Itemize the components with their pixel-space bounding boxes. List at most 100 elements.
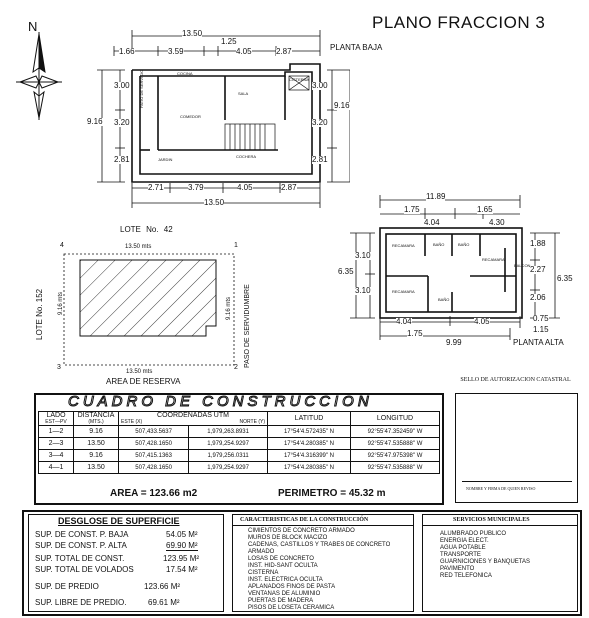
pa-room-7: BALCON	[514, 263, 531, 268]
caracteristicas-divider	[232, 525, 414, 526]
lote-left-label: LOTE No. 152	[35, 288, 44, 340]
room-cochera: COCHERA	[236, 154, 257, 159]
room-cocina: COCINA	[177, 71, 193, 76]
bottom-frame	[22, 510, 582, 616]
desglose-label-0: SUP. DE CONST. P. BAJA	[35, 530, 129, 539]
planta-alta-label: PLANTA ALTA	[513, 338, 564, 347]
pa-dim-top-total: 11.89	[426, 192, 446, 201]
pa-dim-top-1: 1.75	[404, 205, 420, 214]
caracteristicas-item: PISOS DE LOSETA CERAMICA	[248, 605, 335, 611]
pb-dim-top-total: 13.50	[182, 29, 203, 38]
pa-dim-left-2: 3.10	[355, 286, 371, 295]
pb-dim-bottom-3: 4.05	[237, 183, 253, 192]
caracteristicas-title: CARACTERISTICAS DE LA CONSTRUCCIÓN	[240, 517, 369, 523]
signature-line	[462, 481, 572, 482]
servicios-panel	[422, 514, 578, 612]
pb-dim-bottom-4: 2.87	[281, 183, 297, 192]
caracteristicas-item: CADENAS, CASTILLOS Y TRABES DE CONCRETO	[248, 542, 391, 548]
pb-dim-right-total: 9.16	[334, 101, 350, 110]
lote-right-dim: 9.16 mts	[226, 296, 232, 320]
lote-corner-2: 2	[234, 364, 238, 371]
caracteristicas-item: ARMADO	[248, 549, 275, 555]
pb-dim-left-1: 3.00	[114, 81, 130, 90]
pa-dim-bottom-3: 0.75	[533, 314, 549, 323]
desglose-label-5: SUP. LIBRE DE PREDIO.	[35, 598, 127, 607]
pb-dim-right-2: 3.20	[312, 118, 328, 127]
desglose-value-4: 123.66 M²	[144, 582, 181, 591]
pb-dim-right-1: 3.00	[312, 81, 328, 90]
pb-dim-top-3: 1.25	[221, 37, 237, 46]
pa-room-1: RECAMARA	[392, 243, 415, 248]
pb-dim-top-2: 3.59	[168, 47, 184, 56]
th-distancia: DISTANCIA(MTS.)	[73, 411, 119, 426]
desglose-label-1: SUP. DE CONST. P. ALTA	[35, 541, 127, 550]
pa-dim-bottom-5: 1.15	[533, 325, 549, 334]
caracteristicas-item: INST. ELECTRICA OCULTA	[248, 577, 323, 583]
lote-label: LOTE No. 42	[120, 225, 173, 234]
desglose-value-0: 54.05 M²	[166, 530, 198, 539]
caracteristicas-item: MUROS DE BLOCK MACIZO	[248, 535, 328, 541]
th-longitud: LONGITUD	[350, 411, 440, 426]
pa-dim-bottom-2: 4.05	[474, 317, 490, 326]
pa-dim-right-2: 2.27	[530, 265, 546, 274]
pa-room-3: BAÑO	[458, 242, 470, 247]
room-cisterna: CISTERNA	[289, 77, 310, 82]
sello-title: SELLO DE AUTORIZACION CATASTRAL	[460, 377, 571, 383]
servicios-item: ENERGIA ELECT.	[440, 538, 489, 544]
cuadro-area: AREA = 123.66 m2	[110, 488, 198, 499]
pa-dim-right-1: 1.88	[530, 239, 546, 248]
pa-dim-bottom-total: 9.99	[446, 338, 462, 347]
servicios-item: AGUA POTABLE	[440, 545, 486, 551]
pb-dim-top-5: 2.87	[276, 47, 292, 56]
pa-dim-right-3: 2.06	[530, 293, 546, 302]
caracteristicas-panel	[232, 514, 414, 612]
servicios-title: SERVICIOS MUNICIPALES	[453, 517, 530, 523]
lote-plot	[50, 240, 250, 375]
room-patio: PATIO DE SERVICIO	[139, 69, 144, 108]
planta-baja-label: PLANTA BAJA	[330, 43, 383, 52]
pb-dim-bottom-1: 2.71	[148, 183, 164, 192]
lote-right-label: PASO DE SERVIDUMBRE	[244, 284, 251, 368]
desglose-title: DESGLOSE DE SUPERFICIE	[58, 516, 180, 526]
pa-room-6: BAÑO	[438, 297, 450, 302]
desglose-panel	[28, 514, 224, 612]
lote-bottom-label: AREA DE RESERVA	[106, 377, 181, 386]
cuadro-title: CUADRO DE CONSTRUCCION	[68, 393, 373, 410]
pb-dim-top-1: 1.66	[119, 47, 135, 56]
caracteristicas-item: CIMIENTOS DE CONCRETO ARMADO	[248, 528, 355, 534]
room-sala: SALA	[238, 91, 249, 96]
desglose-label-4: SUP. DE PREDIO	[35, 582, 99, 591]
desglose-label-3: SUP. TOTAL DE VOLADOS	[35, 565, 134, 574]
plan-title: PLANO FRACCION 3	[372, 13, 546, 32]
pa-room-2: BAÑO	[433, 242, 445, 247]
cuadro-perimetro: PERIMETRO = 45.32 m	[278, 488, 386, 499]
servicios-item: ALUMBRADO PUBLICO	[440, 531, 507, 537]
planta-alta-plan	[340, 188, 585, 348]
desglose-value-1: 69.90 M²	[166, 541, 198, 551]
desglose-value-2: 123.95 M²	[163, 554, 200, 563]
th-latitud: LATITUD	[267, 411, 351, 426]
servicios-item: GUARNICIONES Y BANQUETAS	[440, 559, 531, 565]
cuadro-construccion	[34, 393, 444, 505]
north-arrow-icon	[14, 20, 64, 125]
pb-dim-left-total: 9.16	[87, 117, 103, 126]
pa-dim-bottom-1: 4.04	[396, 317, 412, 326]
pa-dim-bottom-4: 1.75	[407, 329, 423, 338]
lote-corner-1: 1	[234, 242, 238, 249]
pa-dim-top-4: 4.30	[489, 218, 505, 227]
desglose-value-5: 69.61 M²	[148, 598, 180, 607]
servicios-item: PAVIMENTO	[440, 566, 475, 572]
servicios-divider	[422, 525, 578, 526]
servicios-item: TRANSPORTE	[440, 552, 481, 558]
th-este: ESTE (X)	[121, 419, 143, 425]
north-letter: N	[28, 19, 38, 34]
caracteristicas-item: PUERTAS DE MADERA	[248, 598, 314, 604]
pa-dim-top-2: 1.65	[477, 205, 493, 214]
